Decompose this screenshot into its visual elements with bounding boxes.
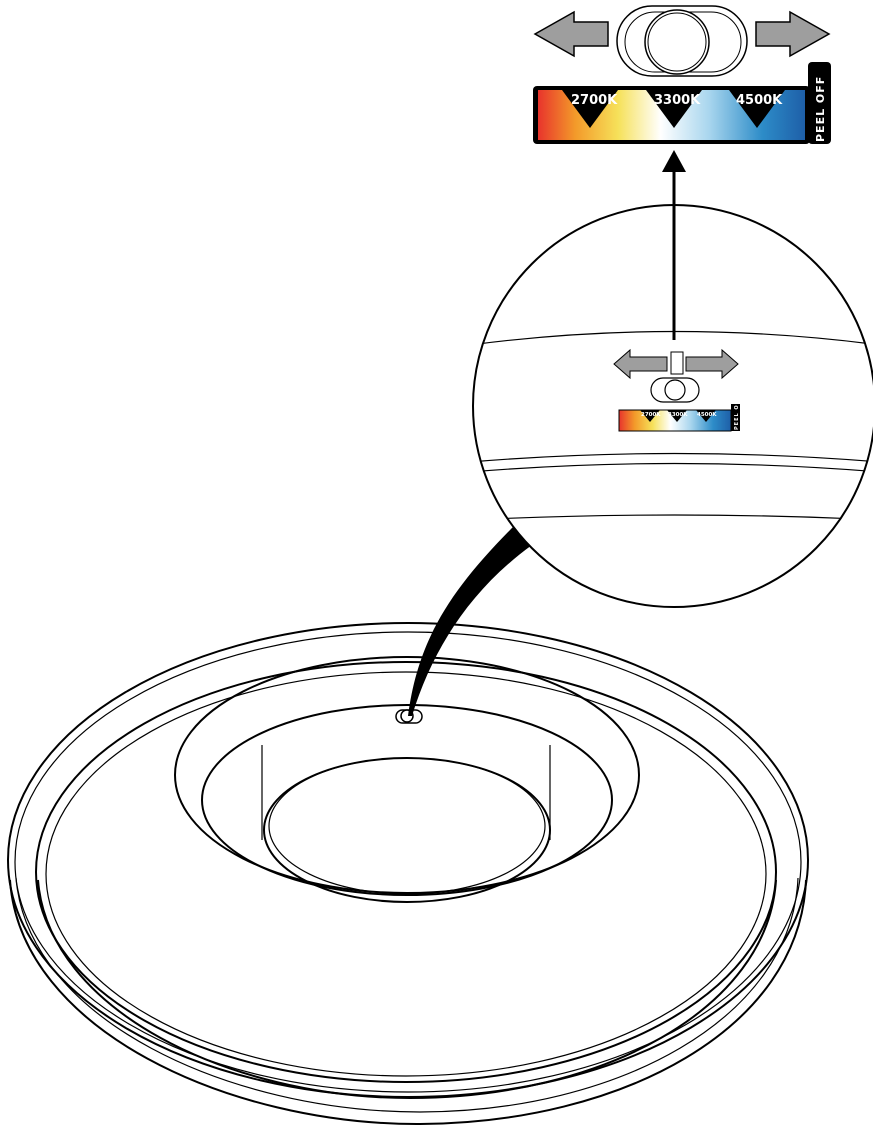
- outer-rim-bottom: [9, 879, 807, 1126]
- ring-band-bottom: [37, 879, 777, 1100]
- mag-band-line-3: [473, 462, 873, 473]
- switch-knob-inner: [647, 12, 707, 72]
- mag-band-line-2: [473, 452, 873, 463]
- marker-3300: [646, 90, 702, 128]
- ceiling-fixture: [7, 622, 809, 1126]
- mag-label-3300: 3300K: [668, 412, 688, 418]
- callout-connector: [408, 525, 532, 716]
- up-arrow-head: [662, 150, 686, 172]
- ring-band-inner: [45, 671, 767, 1077]
- mag-label-2700: 2700K: [641, 412, 661, 418]
- left-arrow: [533, 10, 609, 58]
- mag-selector: 2700K 3300K 4500K PEEL OFF: [613, 348, 740, 432]
- peel-off-label: PEEL OFF: [814, 76, 827, 142]
- outer-rim-bottom-inner: [15, 877, 799, 1113]
- mag-marker-2: [667, 410, 687, 422]
- label-3300k: 3300K: [654, 93, 701, 108]
- label-4500k: 4500K: [736, 93, 783, 108]
- marker-2700: [562, 90, 618, 128]
- mag-slider-tab: [670, 351, 684, 375]
- outer-rim-inner: [14, 631, 802, 1093]
- mag-marker-1: [640, 410, 660, 422]
- peel-off-tab: [808, 62, 831, 144]
- mag-peel-tab: [731, 404, 740, 431]
- lens-disc-inner: [268, 757, 546, 895]
- label-2700k: 2700K: [571, 93, 618, 108]
- marker-4500: [729, 90, 785, 128]
- mag-band-line-4: [473, 514, 873, 521]
- mag-arrow-left: [613, 348, 668, 380]
- magnifier-callout: 2700K 3300K 4500K PEEL OFF: [472, 204, 873, 608]
- mag-label-4500: 4500K: [697, 412, 717, 418]
- mag-arrow-right: [685, 348, 739, 380]
- mag-switch-knob: [664, 379, 686, 401]
- outer-rim-top: [7, 622, 809, 1098]
- mag-peel-label: PEEL OFF: [734, 395, 740, 430]
- mag-marker-3: [696, 410, 716, 422]
- ring-band-outer: [35, 661, 777, 1083]
- cct-selector-detail: 2700K 3300K 4500K PEEL OFF: [533, 5, 831, 144]
- switch-knob: [644, 9, 710, 75]
- right-arrow: [755, 10, 831, 58]
- housing-outer: [174, 656, 640, 894]
- housing-inner: [201, 704, 613, 896]
